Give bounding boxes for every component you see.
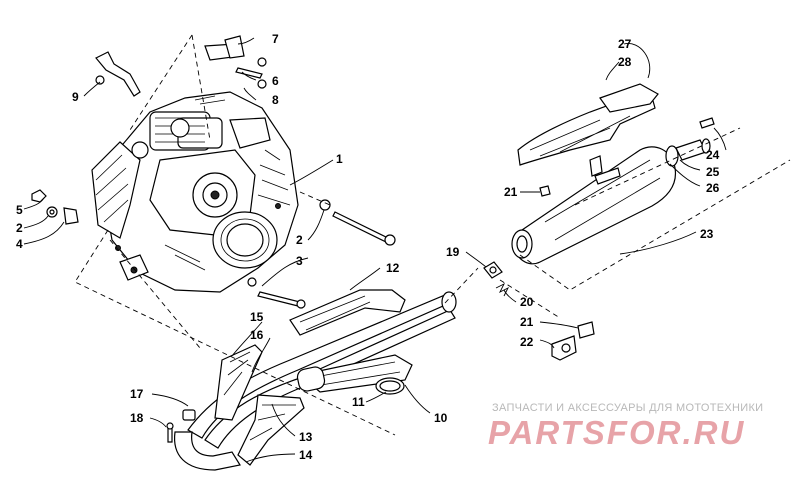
callout-9: 9 [72, 90, 79, 104]
callout-10: 10 [434, 411, 448, 425]
callout-14: 14 [299, 448, 313, 462]
mount-hardware-right [247, 199, 396, 309]
callout-22: 22 [520, 335, 534, 349]
heat-shield-12 [289, 289, 406, 336]
hardware-21-22 [539, 185, 595, 361]
gasket-19 [483, 261, 503, 279]
callout-12: 12 [386, 261, 400, 275]
callout-16: 16 [250, 328, 264, 342]
callout-labels: 1 2 2 3 4 5 6 7 8 9 10 11 12 13 14 15 16… [16, 32, 720, 462]
mount-hardware-left [31, 189, 79, 225]
callout-3: 3 [296, 254, 303, 268]
leader-lines [23, 34, 791, 463]
callout-6: 6 [272, 74, 279, 88]
callout-20: 20 [520, 295, 534, 309]
callout-18: 18 [130, 411, 144, 425]
watermark-logo: PARTSFOR.RU [488, 414, 746, 451]
callout-1: 1 [336, 152, 343, 166]
shell-27 [517, 83, 659, 166]
callout-21-bottom: 21 [520, 315, 534, 329]
muffler-23 [511, 146, 677, 265]
hardware-17-18 [166, 409, 196, 443]
callout-8: 8 [272, 93, 279, 107]
callout-15: 15 [250, 310, 264, 324]
callout-24: 24 [706, 148, 720, 162]
callout-27: 27 [618, 37, 632, 51]
callout-25: 25 [706, 165, 720, 179]
callout-11: 11 [352, 395, 365, 409]
callout-17: 17 [130, 387, 144, 401]
bracket-parts [95, 35, 267, 97]
callout-19: 19 [446, 245, 460, 259]
engine-assembly [91, 91, 299, 293]
callout-7: 7 [272, 32, 279, 46]
callout-2-left: 2 [16, 221, 23, 235]
watermark-caption: ЗАПЧАСТИ И АКСЕССУАРЫ ДЛЯ МОТОТЕХНИКИ [492, 402, 764, 414]
tailpipe-24-25-26 [665, 117, 715, 167]
callout-28: 28 [618, 55, 632, 69]
callout-26: 26 [706, 181, 720, 195]
callout-23: 23 [700, 227, 714, 241]
callout-4: 4 [16, 237, 23, 251]
spring-20 [495, 282, 510, 297]
callout-2-right: 2 [296, 233, 303, 247]
clamp-11 [375, 377, 405, 395]
heat-shields-14-15-16 [214, 344, 305, 466]
callout-21-top: 21 [504, 185, 518, 199]
callout-13: 13 [299, 430, 313, 444]
callout-5: 5 [16, 203, 23, 217]
